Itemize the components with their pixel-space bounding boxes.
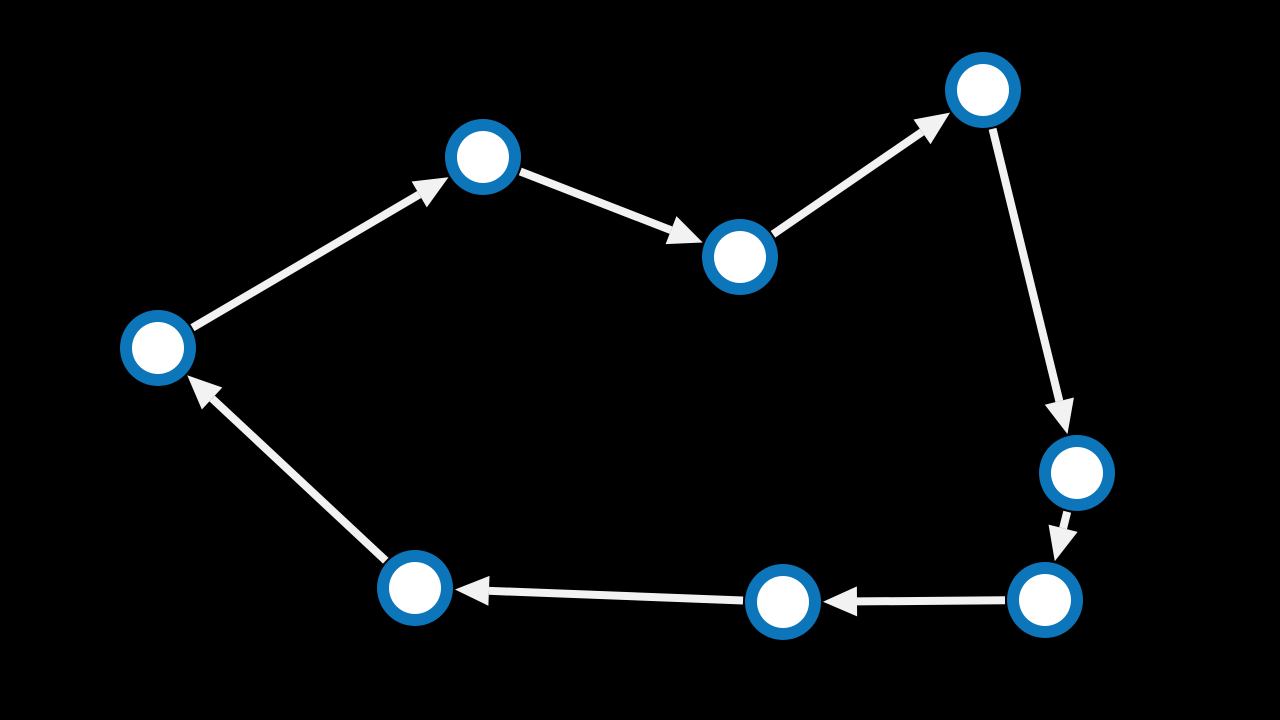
edge-arrowhead-icon xyxy=(187,375,223,410)
edge-line xyxy=(988,127,1064,403)
graph-node[interactable] xyxy=(445,119,521,195)
edge-line xyxy=(209,395,389,564)
graph-edge[interactable] xyxy=(518,167,703,245)
graph-edge[interactable] xyxy=(822,586,1006,617)
node-core xyxy=(1051,447,1103,499)
node-core xyxy=(1019,574,1071,626)
node-layer xyxy=(120,52,1115,640)
node-core xyxy=(457,131,509,183)
edge-arrowhead-icon xyxy=(1044,397,1074,435)
edge-line xyxy=(856,596,1006,606)
node-core xyxy=(389,562,441,614)
edge-arrowhead-icon xyxy=(1048,524,1078,562)
graph-edge[interactable] xyxy=(454,575,744,606)
graph-edge[interactable] xyxy=(1048,510,1078,562)
node-core xyxy=(714,231,766,283)
edge-line xyxy=(518,167,673,234)
graph-edge[interactable] xyxy=(187,375,389,564)
graph-node[interactable] xyxy=(745,564,821,640)
graph-node[interactable] xyxy=(1007,562,1083,638)
node-core xyxy=(957,64,1009,116)
node-core xyxy=(132,322,184,374)
edge-arrowhead-icon xyxy=(913,112,951,145)
graph-node[interactable] xyxy=(702,219,778,295)
graph-edge[interactable] xyxy=(190,177,449,332)
graph-node[interactable] xyxy=(120,310,196,386)
edge-arrowhead-icon xyxy=(454,575,490,606)
graph-edge[interactable] xyxy=(770,112,951,238)
edge-arrowhead-icon xyxy=(411,177,449,208)
graph-edge[interactable] xyxy=(988,127,1074,435)
node-core xyxy=(757,576,809,628)
edge-line xyxy=(770,128,925,238)
edge-line xyxy=(1059,510,1072,530)
edge-line xyxy=(488,586,744,605)
edge-layer xyxy=(187,112,1078,617)
edge-arrowhead-icon xyxy=(665,216,703,245)
graph-node[interactable] xyxy=(945,52,1021,128)
graph-node[interactable] xyxy=(377,550,453,626)
graph-node[interactable] xyxy=(1039,435,1115,511)
edge-arrowhead-icon xyxy=(822,586,858,617)
edge-line xyxy=(190,191,422,332)
